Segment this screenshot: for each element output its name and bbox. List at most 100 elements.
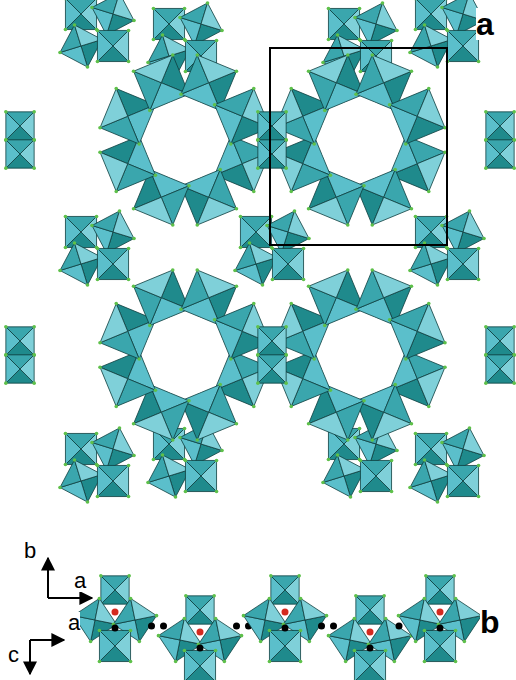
vertex-atom — [32, 353, 36, 357]
vertex-atom — [256, 166, 260, 170]
hydrogen-atom — [330, 623, 337, 630]
vertex-atom — [114, 87, 118, 91]
vertex-atom — [284, 381, 288, 385]
vertex-atom — [289, 302, 293, 306]
octahedron — [90, 426, 136, 472]
vertex-atom — [215, 490, 219, 494]
vertex-atom — [446, 464, 450, 468]
vertex-atom — [440, 224, 444, 228]
octahedron — [256, 353, 288, 385]
vertex-atom — [284, 325, 288, 329]
vertex-atom — [86, 65, 90, 69]
vertex-atom — [184, 39, 188, 43]
octahedron — [64, 432, 99, 467]
vertex-atom — [299, 597, 303, 601]
vertex-atom — [98, 597, 102, 601]
octahedron — [414, 0, 449, 31]
vertex-atom — [325, 614, 329, 618]
vertex-atom — [354, 594, 358, 598]
vertex-atom — [436, 65, 440, 69]
vertex-atom — [327, 634, 331, 638]
vertex-atom — [384, 617, 388, 621]
vertex-atom — [362, 184, 366, 188]
vertex-atom — [184, 70, 188, 74]
vertex-atom — [440, 441, 444, 445]
panel-letter: b — [480, 606, 500, 638]
vertex-atom — [239, 215, 243, 219]
framework-view — [4, 0, 516, 504]
vertex-atom — [484, 381, 488, 385]
vertex-atom — [336, 33, 340, 37]
vertex-atom — [174, 495, 178, 499]
vertex-atom — [512, 381, 516, 385]
polyhedron-face — [134, 270, 173, 298]
vertex-atom — [427, 190, 431, 194]
vertex-atom — [323, 324, 327, 328]
vertex-atom — [98, 126, 102, 130]
vertex-atom — [179, 307, 183, 311]
octahedron — [239, 215, 274, 250]
vertex-atom — [206, 1, 210, 5]
vertex-atom — [184, 594, 188, 598]
octahedron — [414, 432, 449, 467]
vertex-atom — [512, 166, 516, 170]
polyhedron-face — [200, 596, 214, 624]
octahedron — [233, 241, 279, 287]
polyhedron-face — [417, 367, 445, 406]
vertex-atom — [268, 597, 272, 601]
vertex-atom — [307, 207, 311, 211]
vertex-atom — [95, 246, 99, 250]
vertex-atom — [370, 438, 374, 442]
vertex-atom — [171, 268, 175, 272]
vertex-atom — [137, 357, 141, 361]
vertex-atom — [354, 92, 358, 96]
polyhedron-face — [115, 576, 129, 604]
vertex-atom — [359, 70, 363, 74]
vertex-atom — [152, 458, 156, 462]
vertex-atom — [242, 614, 246, 618]
polyhedron-face — [272, 140, 286, 168]
vertex-atom — [404, 142, 408, 146]
vertex-atom — [312, 357, 316, 361]
vertex-atom — [370, 53, 374, 57]
vertex-atom — [223, 660, 227, 664]
polyhedron-face — [81, 433, 97, 464]
vertex-atom — [358, 38, 362, 42]
vertex-atom — [64, 432, 68, 436]
vertex-atom — [410, 422, 414, 426]
vertex-atom — [252, 302, 256, 306]
vertex-atom — [354, 307, 358, 311]
octahedron — [354, 594, 386, 626]
hydrogen-atom — [112, 625, 119, 632]
octahedron — [4, 138, 36, 170]
polyhedron-face — [372, 55, 411, 83]
vertex-atom — [129, 597, 133, 601]
polyhedron-face — [463, 428, 484, 456]
polyhedron-face — [309, 197, 348, 225]
vertex-atom — [390, 490, 394, 494]
vertex-atom — [179, 92, 183, 96]
polyhedron-face — [197, 197, 236, 225]
axis-label: a — [68, 612, 80, 634]
vertex-atom — [329, 173, 333, 177]
panel-letter: a — [476, 8, 494, 40]
vertex-atom — [32, 166, 36, 170]
polyhedron-face — [197, 270, 236, 298]
vertex-atom — [484, 166, 488, 170]
hydrogen-atom — [367, 645, 374, 652]
axis-arrow — [48, 597, 92, 599]
octahedron — [484, 110, 516, 142]
vertex-atom — [86, 283, 90, 287]
vertex-atom — [353, 617, 357, 621]
polyhedron-face — [417, 304, 445, 343]
vertex-atom — [358, 427, 362, 431]
polyhedron-face — [216, 618, 242, 640]
vertex-atom — [259, 640, 263, 644]
vertex-atom — [256, 110, 260, 114]
vertex-atom — [436, 283, 440, 287]
vertex-atom — [344, 660, 348, 664]
vertex-atom — [321, 481, 325, 485]
octahedron — [4, 110, 36, 142]
vertex-atom — [446, 29, 450, 33]
vertex-atom — [299, 660, 303, 664]
